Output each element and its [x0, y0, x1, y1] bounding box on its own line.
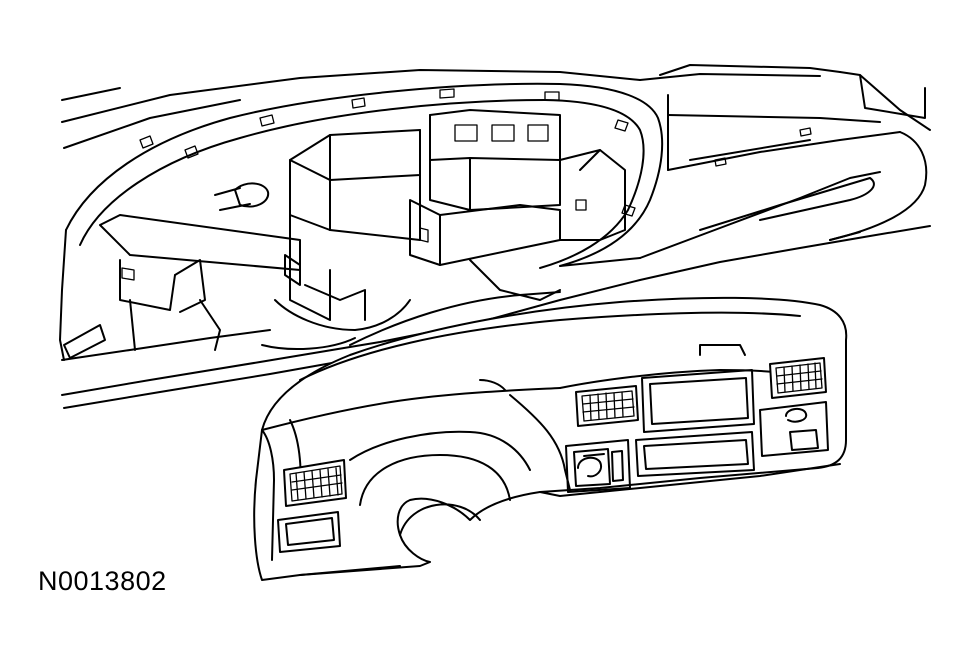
instrument-panel-frame	[59, 64, 931, 409]
figure-reference-code: N0013802	[38, 566, 167, 596]
instrument-panel-assembly	[253, 296, 848, 581]
